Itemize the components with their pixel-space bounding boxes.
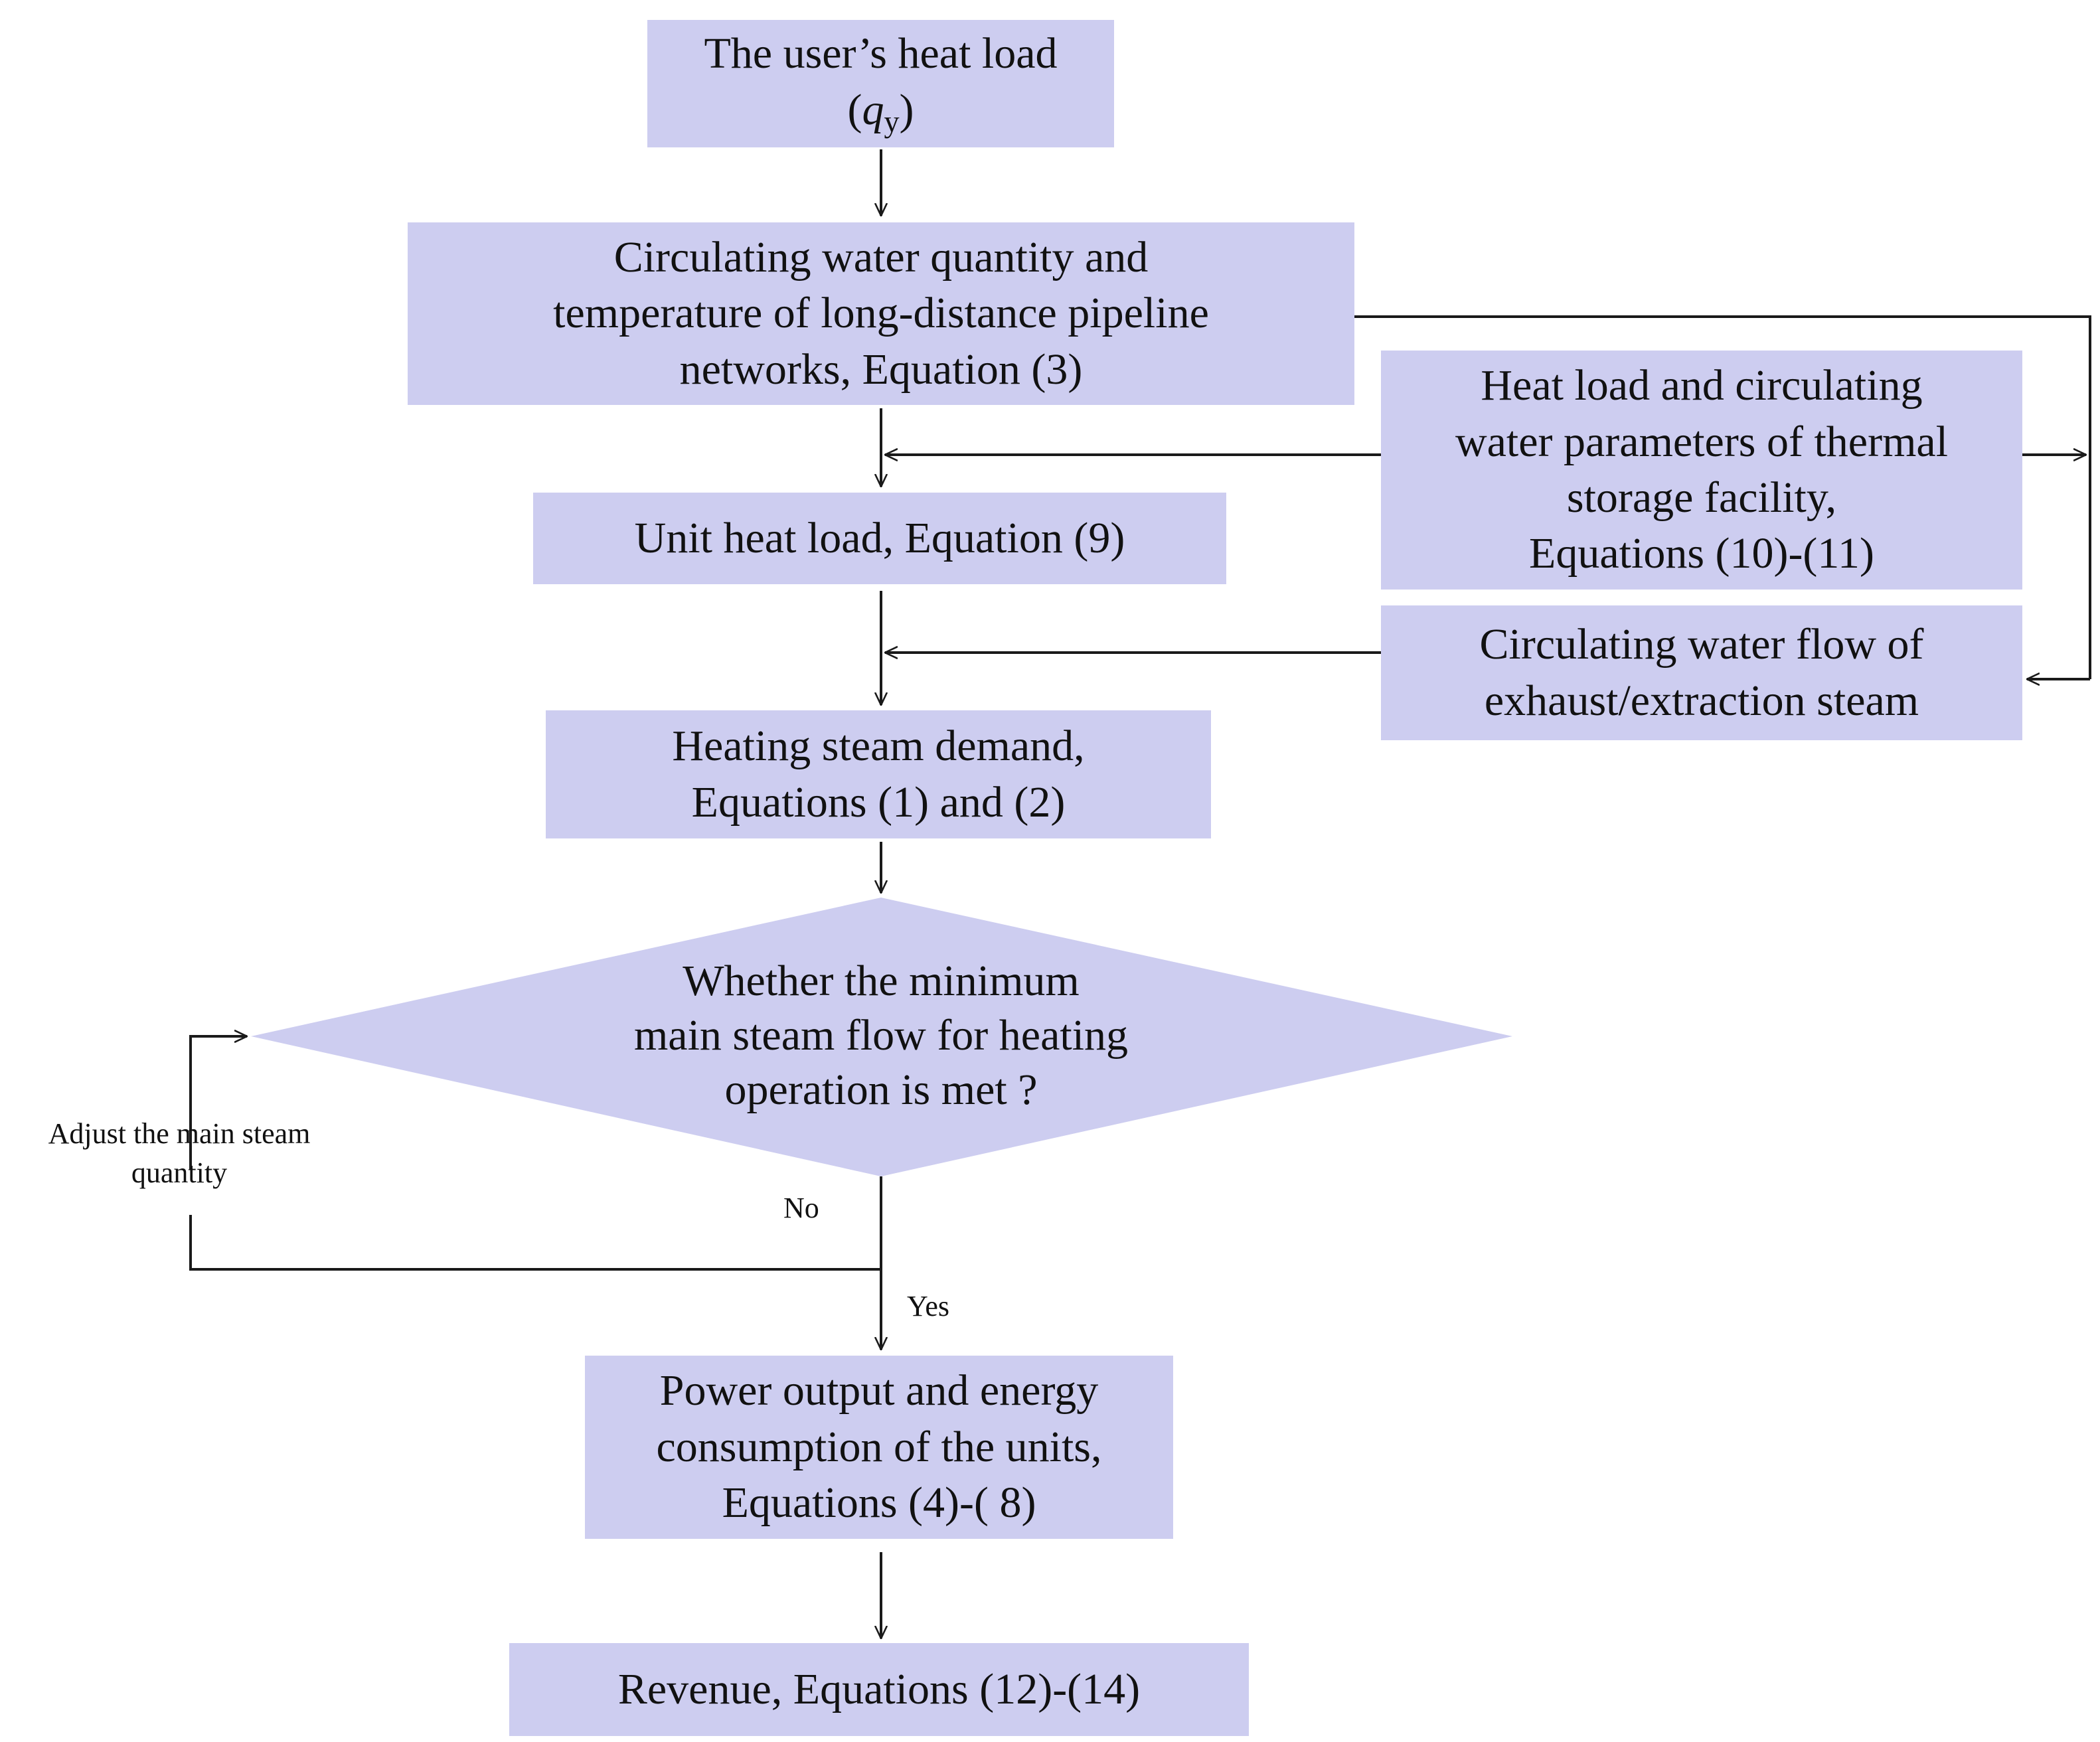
user-heat-load-box: The user’s heat load (qy) <box>647 20 1114 147</box>
power-output-box: Power output and energy consumption of t… <box>585 1356 1173 1539</box>
circulating-water-line-3: networks, Equation (3) <box>679 345 1083 394</box>
exhaust-flow-box: Circulating water flow of exhaust/extrac… <box>1381 605 2022 740</box>
decision-line-1: Whether the minimum <box>683 957 1080 1006</box>
revenue-text: Revenue, Equations (12)-(14) <box>617 1664 1141 1713</box>
circulating-water-line-1: Circulating water quantity and <box>613 232 1149 281</box>
decision-line-2: main steam flow for heating <box>633 1011 1129 1060</box>
arrow-loop-into-decision <box>189 1036 247 1170</box>
power-output-line-2: consumption of the units, <box>656 1422 1102 1471</box>
heating-steam-line-2: Equations (1) and (2) <box>691 777 1066 827</box>
circulating-water-line-2: temperature of long-distance pipeline <box>553 289 1209 338</box>
exhaust-flow-line-2: exhaust/extraction steam <box>1484 676 1919 725</box>
adjust-label-line-2: quantity <box>131 1156 228 1190</box>
power-output-line-3: Equations (4)-( 8) <box>722 1478 1036 1528</box>
yes-label: Yes <box>907 1290 950 1322</box>
heating-steam-box: Heating steam demand, Equations (1) and … <box>546 710 1211 838</box>
exhaust-flow-line-1: Circulating water flow of <box>1479 620 1924 669</box>
decision-text: Whether the minimum main steam flow for … <box>505 943 1257 1129</box>
decision-line-3: operation is met ? <box>724 1065 1038 1114</box>
unit-heat-load-text: Unit heat load, Equation (9) <box>634 513 1125 562</box>
revenue-box: Revenue, Equations (12)-(14) <box>509 1643 1249 1736</box>
no-label: No <box>783 1192 819 1224</box>
thermal-storage-line-1: Heat load and circulating <box>1481 361 1923 410</box>
adjust-label: Adjust the main steam quantity <box>7 1114 352 1193</box>
power-output-line-1: Power output and energy <box>659 1366 1099 1415</box>
unit-heat-load-box: Unit heat load, Equation (9) <box>533 493 1226 584</box>
thermal-storage-line-4: Equations (10)-(11) <box>1529 529 1874 578</box>
user-heat-load-title: The user’s heat load <box>704 29 1058 78</box>
user-heat-load-symbol: (qy) <box>847 85 914 139</box>
heating-steam-line-1: Heating steam demand, <box>672 722 1085 771</box>
adjust-label-line-1: Adjust the main steam <box>48 1117 311 1150</box>
arrow-decision-no-loop <box>189 1215 881 1271</box>
thermal-storage-box: Heat load and circulating water paramete… <box>1381 351 2022 590</box>
thermal-storage-line-3: storage facility, <box>1566 473 1837 522</box>
circulating-water-box: Circulating water quantity and temperatu… <box>408 222 1354 405</box>
connector-circulating-to-right-rail <box>1354 315 2091 679</box>
decision-diamond <box>251 898 1512 1176</box>
thermal-storage-line-2: water parameters of thermal <box>1455 417 1949 466</box>
